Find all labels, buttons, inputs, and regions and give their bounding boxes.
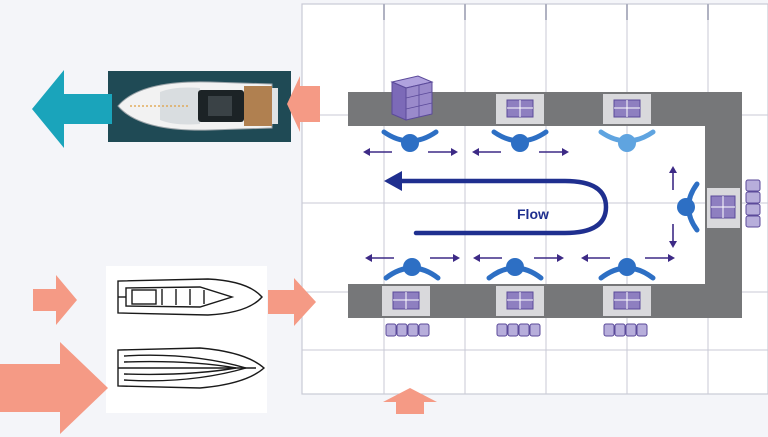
worker-right [677,181,700,233]
flow-arrow [384,171,609,236]
movement-arrows [363,148,677,262]
workstation-top-2 [603,94,651,124]
parts-rack-right [745,179,761,228]
yacht-top-view-icon [108,71,291,142]
workstation-right [707,188,740,228]
hull-blueprint-top [117,278,263,316]
move-arrow-right-up [669,166,677,190]
flow-label: Flow [517,206,549,222]
worker-bottom-2 [486,258,544,281]
move-arrow-top-2-right [539,148,569,156]
salmon-up-arrow-icon [383,388,437,414]
workstation-top-1 [496,94,544,124]
salmon-arrow-to-line [268,278,316,326]
workstation-bottom-2 [496,286,544,316]
move-arrow-bottom-2-left [473,254,502,262]
move-arrow-bottom-3-right [645,254,675,262]
move-arrow-right-down [669,224,677,248]
move-arrow-top-1-right [428,148,458,156]
move-arrow-top-2-left [472,148,501,156]
move-arrow-bottom-2-right [534,254,564,262]
workstation-bottom-3 [603,286,651,316]
move-arrow-bottom-3-left [581,254,610,262]
salmon-right-arrow-icon-mid [33,275,77,325]
worker-bottom-3 [598,258,656,281]
hull-blueprint-icon [106,266,267,413]
worker-top-1 [381,129,439,152]
worker-top-3 [598,129,656,152]
salmon-right-arrow-icon-bottom [0,342,108,434]
worker-top-2 [491,129,549,152]
move-arrow-bottom-1-right [430,254,460,262]
parts-bins-bottom [385,323,648,337]
move-arrow-top-1-left [363,148,392,156]
move-arrow-bottom-1-left [365,254,394,262]
salmon-arrow-into-yacht [287,76,320,132]
hull-blueprint-bottom [117,347,266,389]
teal-left-arrow-icon [32,70,112,148]
workstation-bottom-1 [382,286,430,316]
purple-crate-icon [390,75,434,121]
worker-bottom-1 [383,258,441,281]
